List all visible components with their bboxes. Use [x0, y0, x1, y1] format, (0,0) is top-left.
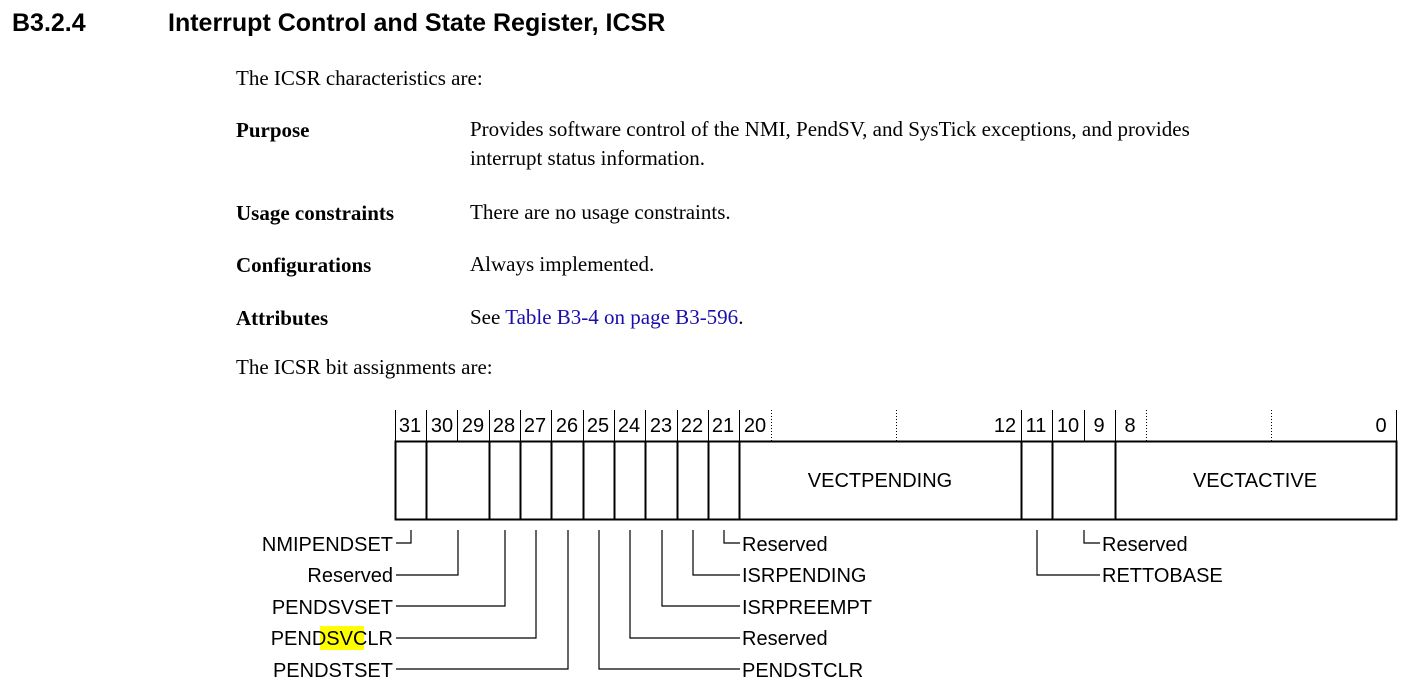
label-reserved-21: Reserved — [742, 534, 828, 556]
attributes-prefix: See — [470, 305, 506, 329]
label-pendsvclr-pend: PEND — [271, 628, 327, 650]
label-pendstset: PENDSTSET — [273, 660, 393, 682]
bit-number: 8 — [1124, 415, 1135, 437]
attributes-table-link[interactable]: Table B3-4 on page B3-596 — [505, 305, 739, 329]
purpose-value: Provides software control of the NMI, Pe… — [470, 115, 1190, 173]
field-vectactive: VECTACTIVE — [1193, 470, 1317, 492]
bit-ticks — [395, 410, 1397, 441]
intro-paragraph: The ICSR characteristics are: — [236, 66, 483, 90]
bit-number: 20 — [744, 415, 766, 437]
label-isrpreempt: ISRPREEMPT — [742, 597, 872, 619]
section-title: Interrupt Control and State Register, IC… — [168, 9, 666, 37]
label-nmipendset: NMIPENDSET — [262, 534, 393, 556]
bit-number-labels: 31 30 29 28 27 26 25 24 23 22 21 20 12 1… — [399, 415, 1387, 437]
attributes-label: Attributes — [236, 306, 329, 330]
attributes-value: See Table B3-4 on page B3-596. — [470, 303, 743, 332]
label-reserved-29: Reserved — [307, 565, 393, 587]
label-reserved-24: Reserved — [742, 628, 828, 650]
label-rettobase: RETTOBASE — [1102, 565, 1223, 587]
label-pendsvset: PENDSVSET — [272, 597, 393, 619]
usage-constraints-value: There are no usage constraints. — [470, 200, 731, 224]
bit-number: 28 — [493, 415, 515, 437]
bit-number: 30 — [431, 415, 453, 437]
label-pendsvclr-svc: SVC — [326, 628, 367, 650]
bit-number: 23 — [650, 415, 672, 437]
bit-number: 9 — [1093, 415, 1104, 437]
purpose-value-line2: interrupt status information. — [470, 146, 706, 170]
bit-number: 11 — [1026, 415, 1047, 437]
purpose-value-line1: Provides software control of the NMI, Pe… — [470, 117, 1190, 141]
attributes-suffix: . — [738, 305, 744, 329]
svc-highlight — [320, 626, 364, 650]
usage-constraints-label: Usage constraints — [236, 201, 395, 225]
register-box — [394, 440, 1398, 521]
leader-lines — [396, 530, 1100, 670]
bit-number: 27 — [524, 415, 546, 437]
bit-number: 24 — [618, 415, 640, 437]
configurations-label: Configurations — [236, 253, 372, 277]
purpose-label: Purpose — [236, 118, 310, 142]
label-pendstclr: PENDSTCLR — [742, 660, 863, 682]
bit-number: 12 — [994, 415, 1016, 437]
bit-number: 10 — [1057, 415, 1079, 437]
bit-number: 25 — [587, 415, 609, 437]
label-pendsvclr-lr: LR — [367, 628, 393, 650]
label-isrpending: ISRPENDING — [742, 565, 866, 587]
label-pendsvclr: PENDSVCLR — [271, 628, 393, 650]
bit-number: 21 — [712, 415, 734, 437]
bit-assignments-intro: The ICSR bit assignments are: — [236, 355, 493, 379]
bit-number: 22 — [681, 415, 703, 437]
bit-number: 26 — [556, 415, 578, 437]
section-number: B3.2.4 — [12, 9, 86, 37]
bit-number: 0 — [1375, 415, 1386, 437]
field-vectpending: VECTPENDING — [808, 470, 952, 492]
bit-number: 31 — [399, 415, 421, 437]
bit-number: 29 — [462, 415, 484, 437]
configurations-value: Always implemented. — [470, 252, 655, 276]
bit-ticks-dotted — [771, 410, 1272, 441]
label-reserved-10-9: Reserved — [1102, 534, 1188, 556]
